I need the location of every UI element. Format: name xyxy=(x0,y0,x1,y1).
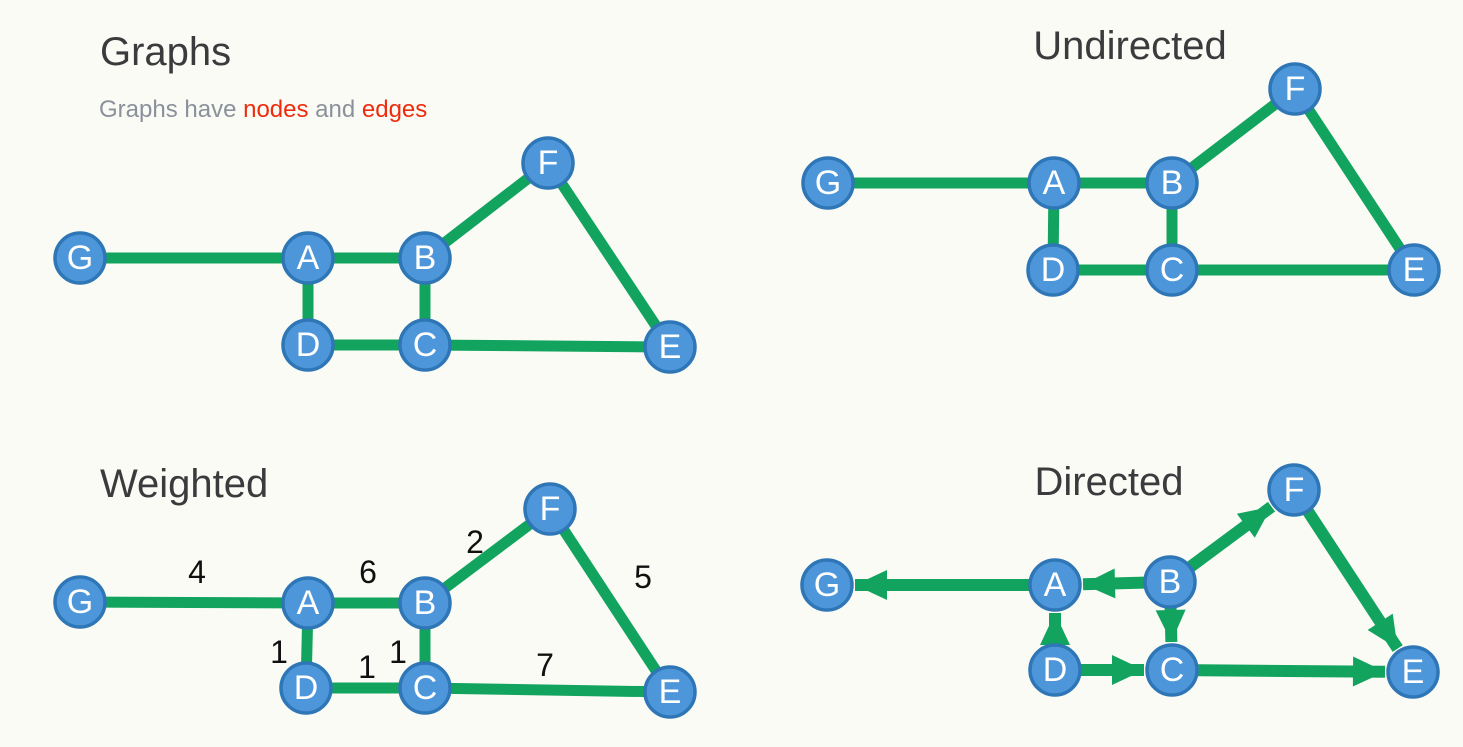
node-directed-G xyxy=(800,558,854,612)
node-label-directed-D: D xyxy=(1043,651,1068,689)
node-label-directed-E: E xyxy=(1402,653,1425,691)
node-label-plain-B: B xyxy=(414,239,437,277)
edge-weighted-F-E xyxy=(545,505,675,696)
page-title: Graphs xyxy=(100,30,232,74)
node-plain-B xyxy=(398,231,452,285)
node-weighted-C xyxy=(398,661,452,715)
weight-label-weighted-F-E: 5 xyxy=(634,559,652,595)
node-weighted-E xyxy=(643,665,697,719)
node-weighted-A xyxy=(281,576,335,630)
node-directed-E xyxy=(1386,645,1440,699)
edge-weighted-C-E xyxy=(424,682,671,698)
node-label-plain-A: A xyxy=(297,239,320,277)
weight-label-weighted-A-D: 1 xyxy=(270,634,288,670)
node-label-plain-D: D xyxy=(296,326,321,364)
node-label-directed-B: B xyxy=(1159,563,1182,601)
node-undirected-A xyxy=(1027,156,1081,210)
node-label-directed-F: F xyxy=(1284,471,1305,509)
subtitle-text: Graphs have xyxy=(99,96,244,123)
node-undirected-E xyxy=(1387,243,1441,297)
node-plain-D xyxy=(281,318,335,372)
node-label-plain-G: G xyxy=(67,239,93,277)
node-label-undirected-F: F xyxy=(1285,70,1306,108)
subtitle-text: and xyxy=(308,96,362,123)
weight-label-weighted-B-F: 2 xyxy=(466,524,484,560)
node-label-undirected-C: C xyxy=(1160,251,1185,289)
node-weighted-G xyxy=(53,575,107,629)
node-label-weighted-E: E xyxy=(659,673,682,711)
weight-label-weighted-G-A: 4 xyxy=(188,554,206,590)
node-label-weighted-A: A xyxy=(297,584,320,622)
node-label-weighted-G: G xyxy=(67,583,93,621)
node-undirected-C xyxy=(1145,243,1199,297)
node-label-undirected-E: E xyxy=(1403,251,1426,289)
node-label-directed-C: C xyxy=(1160,651,1185,689)
node-label-undirected-G: G xyxy=(815,164,841,202)
weight-label-weighted-A-B: 6 xyxy=(359,554,377,590)
node-label-weighted-B: B xyxy=(414,584,437,622)
node-directed-F xyxy=(1267,463,1321,517)
edge-plain-F-E xyxy=(543,159,675,351)
node-plain-G xyxy=(53,231,107,285)
weight-label-weighted-C-E: 7 xyxy=(536,647,554,683)
subtitle-edges-emphasis: edges xyxy=(361,96,428,123)
node-undirected-B xyxy=(1145,156,1199,210)
weighted-graph-title: Weighted xyxy=(100,462,269,506)
node-plain-F xyxy=(521,136,575,190)
edge-plain-C-E xyxy=(424,339,671,353)
edge-directed-C-E xyxy=(1171,656,1386,687)
page-subtitle: Graphs have nodes and edges xyxy=(99,96,427,125)
node-undirected-G xyxy=(801,156,855,210)
node-weighted-D xyxy=(279,661,333,715)
weight-label-weighted-B-C: 1 xyxy=(389,634,407,670)
edge-directed-F-E xyxy=(1288,486,1403,652)
node-label-undirected-D: D xyxy=(1041,251,1066,289)
node-directed-D xyxy=(1028,643,1082,697)
node-label-directed-A: A xyxy=(1044,566,1067,604)
node-plain-A xyxy=(281,231,335,285)
node-label-weighted-D: D xyxy=(294,669,319,707)
edge-undirected-F-E xyxy=(1290,85,1419,274)
node-label-plain-F: F xyxy=(538,144,559,182)
node-label-undirected-A: A xyxy=(1043,164,1066,202)
undirected-graph-title: Undirected xyxy=(1033,24,1227,68)
node-label-weighted-F: F xyxy=(540,490,561,528)
node-weighted-F xyxy=(523,482,577,536)
node-label-plain-C: C xyxy=(413,326,438,364)
node-plain-C xyxy=(398,318,452,372)
node-plain-E xyxy=(643,320,697,374)
node-undirected-D xyxy=(1026,243,1080,297)
node-label-plain-E: E xyxy=(659,328,682,366)
node-directed-C xyxy=(1145,643,1199,697)
node-directed-B xyxy=(1143,555,1197,609)
node-weighted-B xyxy=(398,576,452,630)
node-label-weighted-C: C xyxy=(413,669,438,707)
subtitle-nodes-emphasis: nodes xyxy=(243,96,309,123)
edge-weighted-G-A xyxy=(79,596,309,609)
node-label-undirected-B: B xyxy=(1161,164,1184,202)
weight-label-weighted-D-C: 1 xyxy=(358,649,376,685)
directed-graph-title: Directed xyxy=(1034,460,1184,504)
node-label-directed-G: G xyxy=(814,566,840,604)
node-undirected-F xyxy=(1268,62,1322,116)
node-directed-A xyxy=(1028,558,1082,612)
